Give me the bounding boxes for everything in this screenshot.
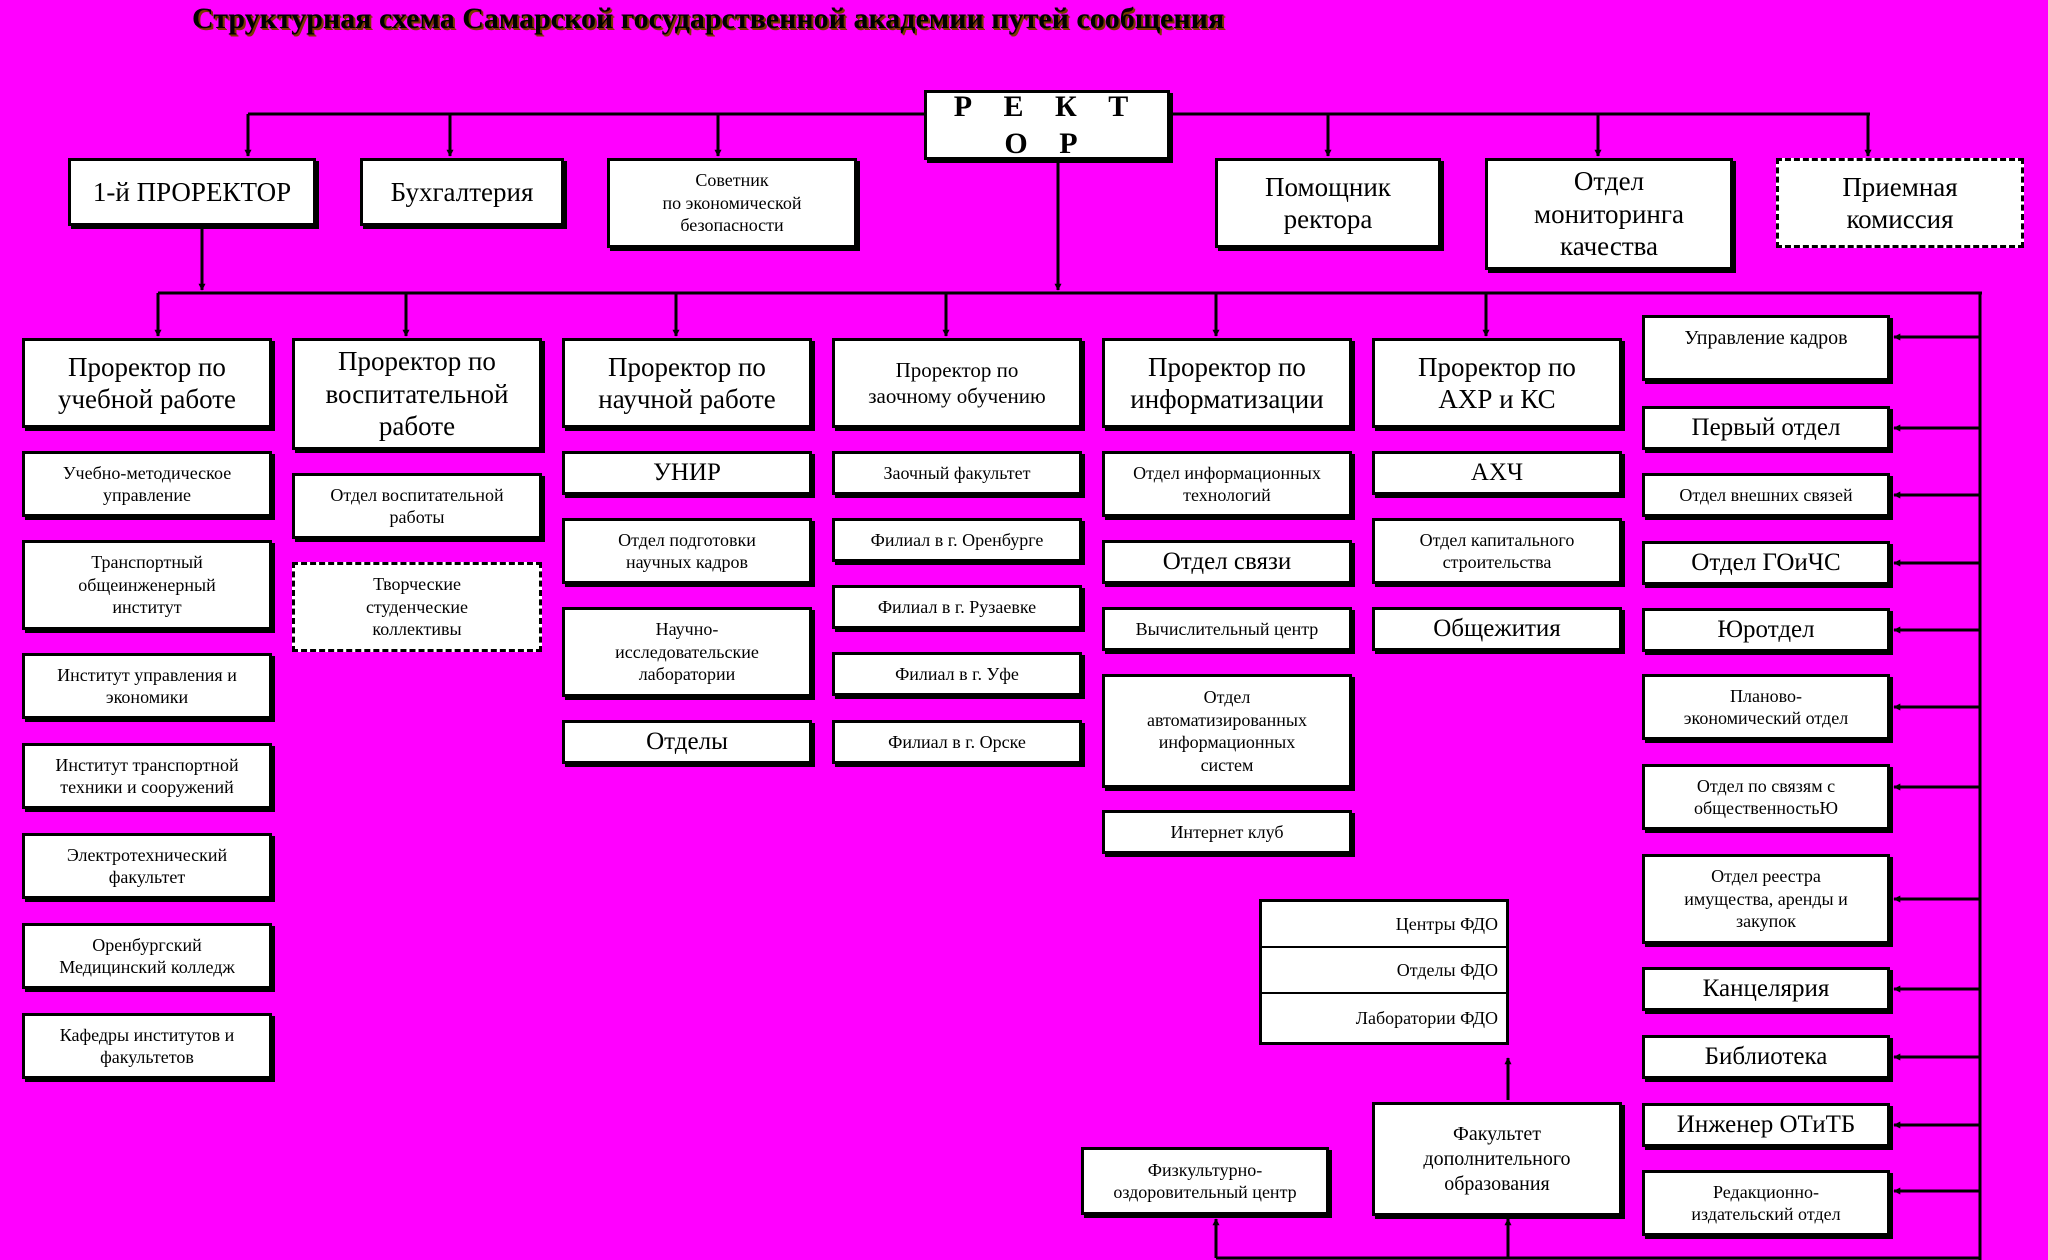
science-unit-box: УНИР — [562, 451, 812, 495]
fdo-units-table: Центры ФДО Отделы ФДО Лаборатории ФДО — [1259, 899, 1509, 1045]
distance-unit-box: Филиал в г. Оренбурге — [832, 518, 1082, 562]
distance-unit-box: Филиал в г. Рузаевке — [832, 585, 1082, 629]
sport-center-box: Физкультурно-оздоровительный центр — [1081, 1147, 1329, 1215]
page-title: Структурная схема Самарской государствен… — [192, 2, 1225, 35]
right-unit-box: Библиотека — [1642, 1035, 1890, 1079]
distance-unit-box: Филиал в г. Уфе — [832, 652, 1082, 696]
right-unit-box: Планово-экономический отдел — [1642, 674, 1890, 740]
it-unit-box: Вычислительный центр — [1102, 607, 1352, 651]
right-unit-box: Инженер ОТиТБ — [1642, 1103, 1890, 1147]
rector-box: Р Е К Т О Р — [924, 90, 1170, 160]
right-unit-box: Отдел внешних связей — [1642, 473, 1890, 517]
ahr-unit-box: АХЧ — [1372, 451, 1622, 495]
fdo-row: Отделы ФДО — [1262, 948, 1506, 994]
right-unit-box: Канцелярия — [1642, 967, 1890, 1011]
science-unit-box: Отделы — [562, 720, 812, 764]
ahr-unit-box: Общежития — [1372, 607, 1622, 651]
right-unit-box: Отдел ГОиЧС — [1642, 541, 1890, 585]
right-unit-box: Юротдел — [1642, 608, 1890, 652]
right-unit-box: Редакционно-издательский отдел — [1642, 1170, 1890, 1236]
fdo-row: Центры ФДО — [1262, 902, 1506, 948]
right-unit-box: Первый отдел — [1642, 406, 1890, 450]
it-unit-box: Интернет клуб — [1102, 810, 1352, 854]
fdo-row: Лаборатории ФДО — [1355, 1007, 1498, 1028]
distance-unit-box: Заочный факультет — [832, 451, 1082, 495]
it-unit-box: Отдел связи — [1102, 540, 1352, 584]
accounting-box: Бухгалтерия — [360, 158, 564, 226]
right-unit-box: Управление кадров — [1642, 315, 1890, 381]
distance-unit-box: Филиал в г. Орске — [832, 720, 1082, 764]
first-prorector-box: 1-й ПРОРЕКТОР — [68, 158, 316, 226]
